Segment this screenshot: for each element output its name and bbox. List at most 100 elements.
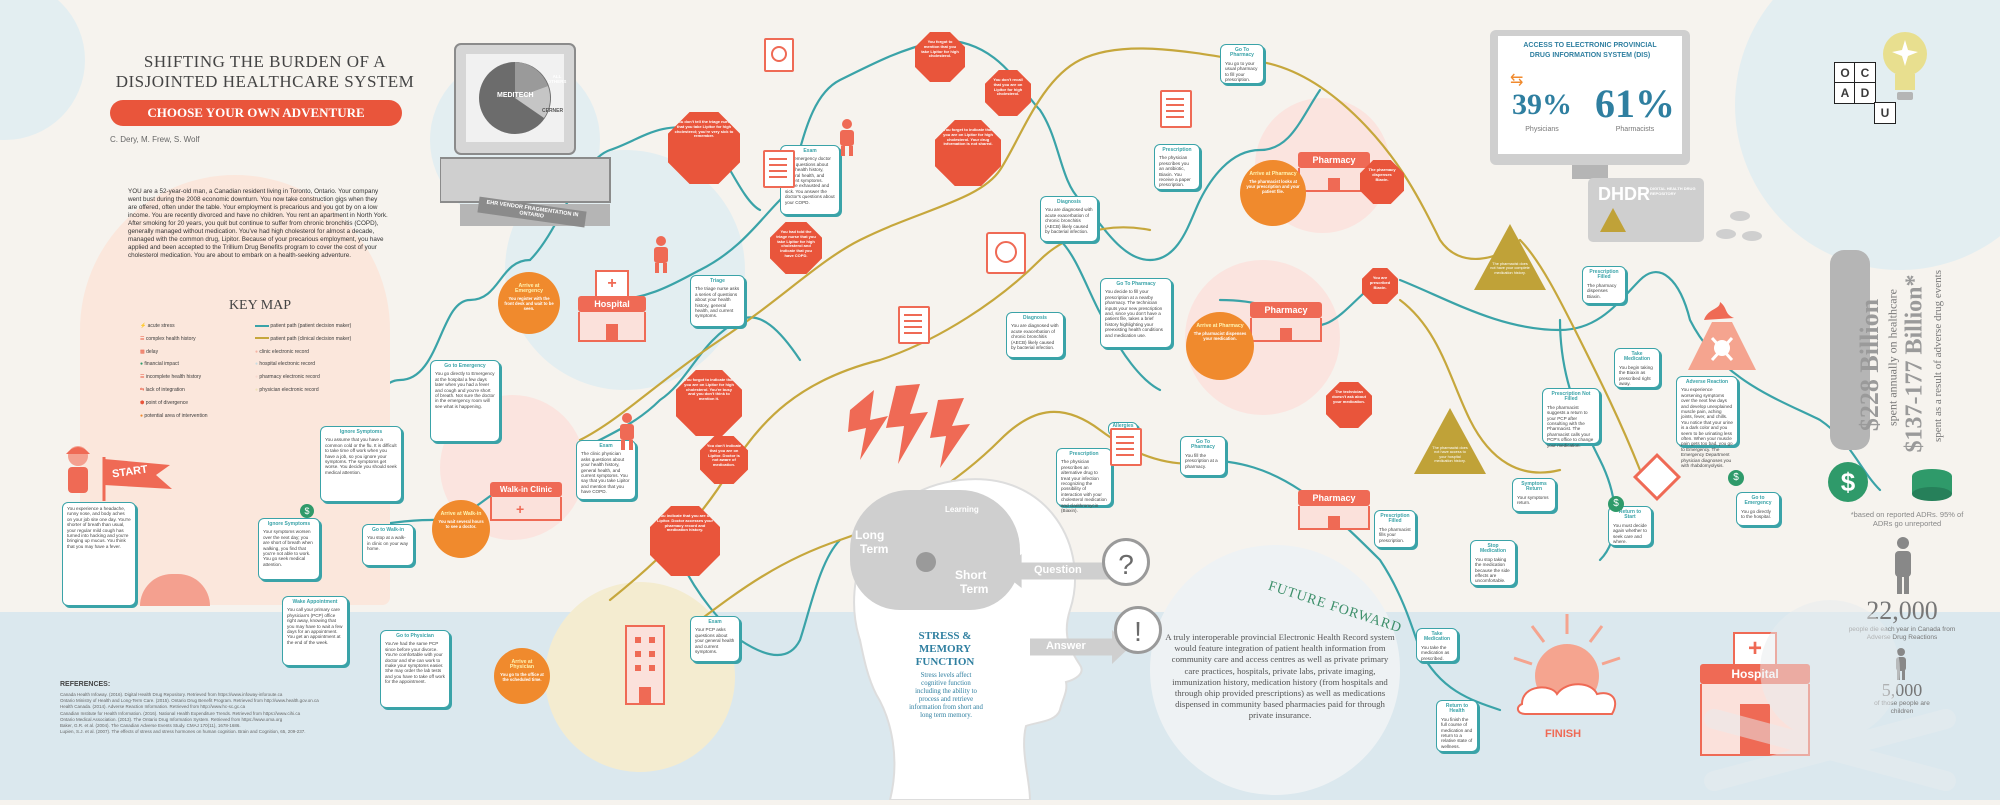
start-flag bbox=[100, 455, 180, 501]
path-gold bbox=[1238, 58, 1522, 261]
stress-heading-3: FUNCTION bbox=[915, 656, 975, 668]
hospital-label: Hospital bbox=[578, 296, 646, 312]
money-icon: $ bbox=[300, 504, 314, 518]
stop-octagon: You had told the triage nurse that you t… bbox=[770, 222, 822, 274]
dhdr-subtitle: DIGITAL HEALTH DRUG REPOSITORY bbox=[1650, 186, 1696, 196]
path-teal bbox=[578, 316, 802, 452]
pharmacy-label-2: Pharmacy bbox=[1250, 302, 1322, 318]
pie-label-allothers: ALL OTHERS bbox=[547, 74, 567, 84]
path-gold bbox=[1398, 298, 1562, 474]
path-teal bbox=[938, 38, 1152, 262]
title-banner: CHOOSE YOUR OWN ADVENTURE bbox=[110, 100, 402, 126]
pharmacy-label-3: Pharmacy bbox=[1298, 490, 1370, 506]
title-line2: DISJOINTED HEALTHCARE SYSTEM bbox=[115, 72, 415, 91]
key-clinic-record: ● clinic electronic record bbox=[255, 348, 309, 355]
coin-stack-green-icon bbox=[1910, 468, 1954, 502]
no-entry-icon bbox=[986, 232, 1026, 274]
pharmacy-building-2: Pharmacy bbox=[1250, 302, 1322, 342]
brain-question: Question bbox=[1034, 564, 1082, 576]
record-document-icon bbox=[763, 150, 795, 188]
stat-deaths-sub: people die each year in Canada from Adve… bbox=[1848, 626, 1956, 641]
record-document-icon bbox=[1160, 90, 1192, 128]
money-icon: $ bbox=[1728, 470, 1744, 486]
brain-retrieval: Retrieval bbox=[880, 610, 914, 619]
key-lack-integration: ⇆ lack of integration bbox=[140, 386, 185, 393]
brain-learning: Learning bbox=[945, 505, 979, 514]
finish-sun bbox=[1512, 614, 1622, 724]
stress-text: Stress levels affect cognitive function … bbox=[909, 672, 983, 719]
person-icon bbox=[1892, 536, 1914, 596]
record-document-icon bbox=[898, 306, 930, 344]
brain-long-term-2: Term bbox=[860, 542, 889, 556]
stat-note: *based on reported ADRs. 95% of ADRs go … bbox=[1850, 510, 1964, 528]
stop-octagon: You forgot to mention that you take Lipi… bbox=[915, 32, 965, 82]
title-line1: SHIFTING THE BURDEN OF A bbox=[143, 52, 387, 71]
path-teal bbox=[1198, 458, 1502, 712]
stress-heading-2: MEMORY bbox=[918, 643, 972, 655]
brain-center-dot bbox=[916, 552, 936, 572]
finish-label: FINISH bbox=[1545, 728, 1582, 740]
dis-stand bbox=[1572, 165, 1608, 179]
skull-crossbones-icon bbox=[1680, 570, 1980, 800]
brain-short-term-1: Short bbox=[955, 568, 987, 582]
key-hospital-record: ● hospital electronic record bbox=[255, 361, 316, 368]
memory-cloud bbox=[850, 490, 1020, 610]
start-text: You experience a headache, runny nose, a… bbox=[67, 506, 131, 549]
stop-octagon: You are prescribed Biaxin. bbox=[1362, 268, 1398, 304]
patient-figure-icon bbox=[650, 235, 672, 273]
key-acute-stress: ⚡ acute stress bbox=[140, 323, 175, 329]
pharmacy-label-1: Pharmacy bbox=[1298, 152, 1370, 168]
stop-octagon: The technician doesn't ask about your me… bbox=[1326, 382, 1372, 428]
volcano-hazard-icon bbox=[1684, 300, 1760, 370]
hospital-building: + Hospital bbox=[578, 270, 646, 342]
coin-icon: $ bbox=[1828, 462, 1868, 502]
dis-swap-icon: ⇆ bbox=[1510, 72, 1524, 89]
start-box: You experience a headache, runny nose, a… bbox=[62, 502, 136, 606]
pill-stack-icon bbox=[1712, 208, 1768, 248]
lightning-icon bbox=[840, 380, 980, 470]
stat-kids-sub: of those people are children bbox=[1874, 700, 1930, 715]
future-text: A truly interoperable provincial Electro… bbox=[1165, 632, 1395, 721]
lightbulb-icon bbox=[1880, 30, 1930, 104]
ehr-computer bbox=[439, 40, 640, 230]
dhdr-title: DHDR bbox=[1598, 184, 1650, 204]
path-teal bbox=[1398, 271, 1882, 492]
stress-heading-1: STRESS & bbox=[918, 630, 972, 642]
ocad-logo: O C A D U bbox=[1834, 62, 1896, 124]
key-complex-history: ☰ complex health history bbox=[140, 335, 196, 342]
key-financial: ● financial impact bbox=[140, 361, 179, 368]
pharmacy-building-1: Pharmacy bbox=[1298, 152, 1370, 192]
stop-octagon: The pharmacy dispenses Biaxin. bbox=[1360, 160, 1404, 204]
answer-bubble-icon: ! bbox=[1114, 606, 1162, 654]
no-entry-icon bbox=[764, 38, 794, 72]
dis-screen bbox=[1498, 36, 1682, 154]
patient-figure-icon bbox=[616, 412, 638, 450]
money-icon: $ bbox=[1608, 496, 1624, 512]
brain-short-term-2: Term bbox=[960, 582, 989, 596]
dis-label-physicians: Physicians bbox=[1525, 126, 1559, 133]
dis-title-1: ACCESS TO ELECTRONIC PROVINCIAL bbox=[1523, 42, 1657, 49]
stop-octagon: You don't recall that you are on Lipitor… bbox=[985, 70, 1031, 116]
physician-building bbox=[625, 625, 665, 705]
